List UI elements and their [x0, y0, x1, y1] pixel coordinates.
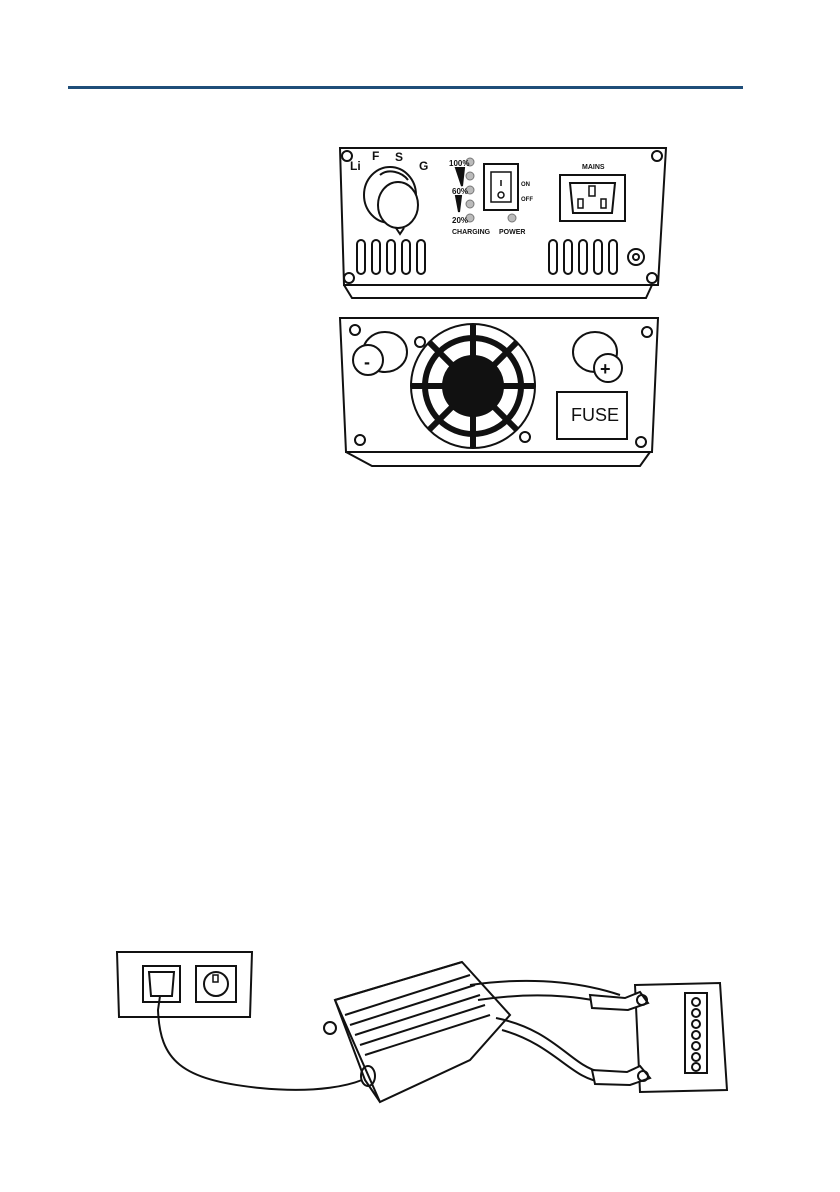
- front-panel: [340, 148, 666, 298]
- level-60-label: 60%: [452, 187, 468, 196]
- level-100-label: 100%: [449, 159, 469, 168]
- charging-label: CHARGING: [452, 229, 491, 236]
- positive-symbol: +: [600, 359, 611, 379]
- power-label: POWER: [499, 229, 525, 236]
- negative-symbol: -: [364, 352, 370, 372]
- dial-label-g: G: [419, 159, 428, 173]
- wall-outlet-icon: [117, 952, 252, 1017]
- mains-label: MAINS: [582, 164, 605, 171]
- level-20-label: 20%: [452, 216, 468, 225]
- dial-label-li: Li: [350, 159, 361, 173]
- switch-on-label: ON: [521, 182, 530, 188]
- positive-cable: [470, 981, 620, 995]
- connection-diagram: [117, 952, 727, 1102]
- negative-cable: [502, 1030, 603, 1082]
- negative-cable: [496, 1018, 600, 1072]
- power-led: [508, 214, 516, 222]
- dial-label-f: F: [372, 149, 379, 163]
- fan-hub: [443, 356, 503, 416]
- dial-label-s: S: [395, 150, 403, 164]
- switch-off-label: OFF: [521, 197, 533, 203]
- fuse-label: FUSE: [571, 405, 619, 425]
